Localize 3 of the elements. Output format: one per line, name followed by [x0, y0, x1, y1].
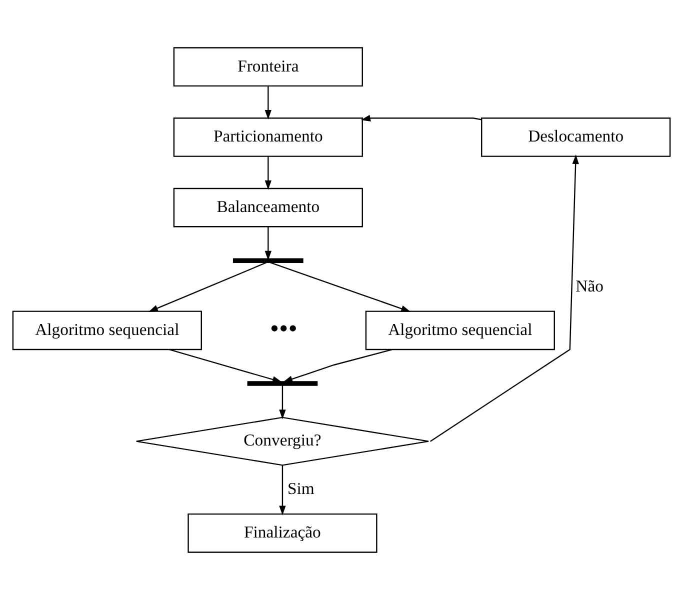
edge-label: Não — [576, 276, 604, 295]
label: ••• — [270, 314, 298, 343]
edge-label: Sim — [288, 478, 314, 498]
